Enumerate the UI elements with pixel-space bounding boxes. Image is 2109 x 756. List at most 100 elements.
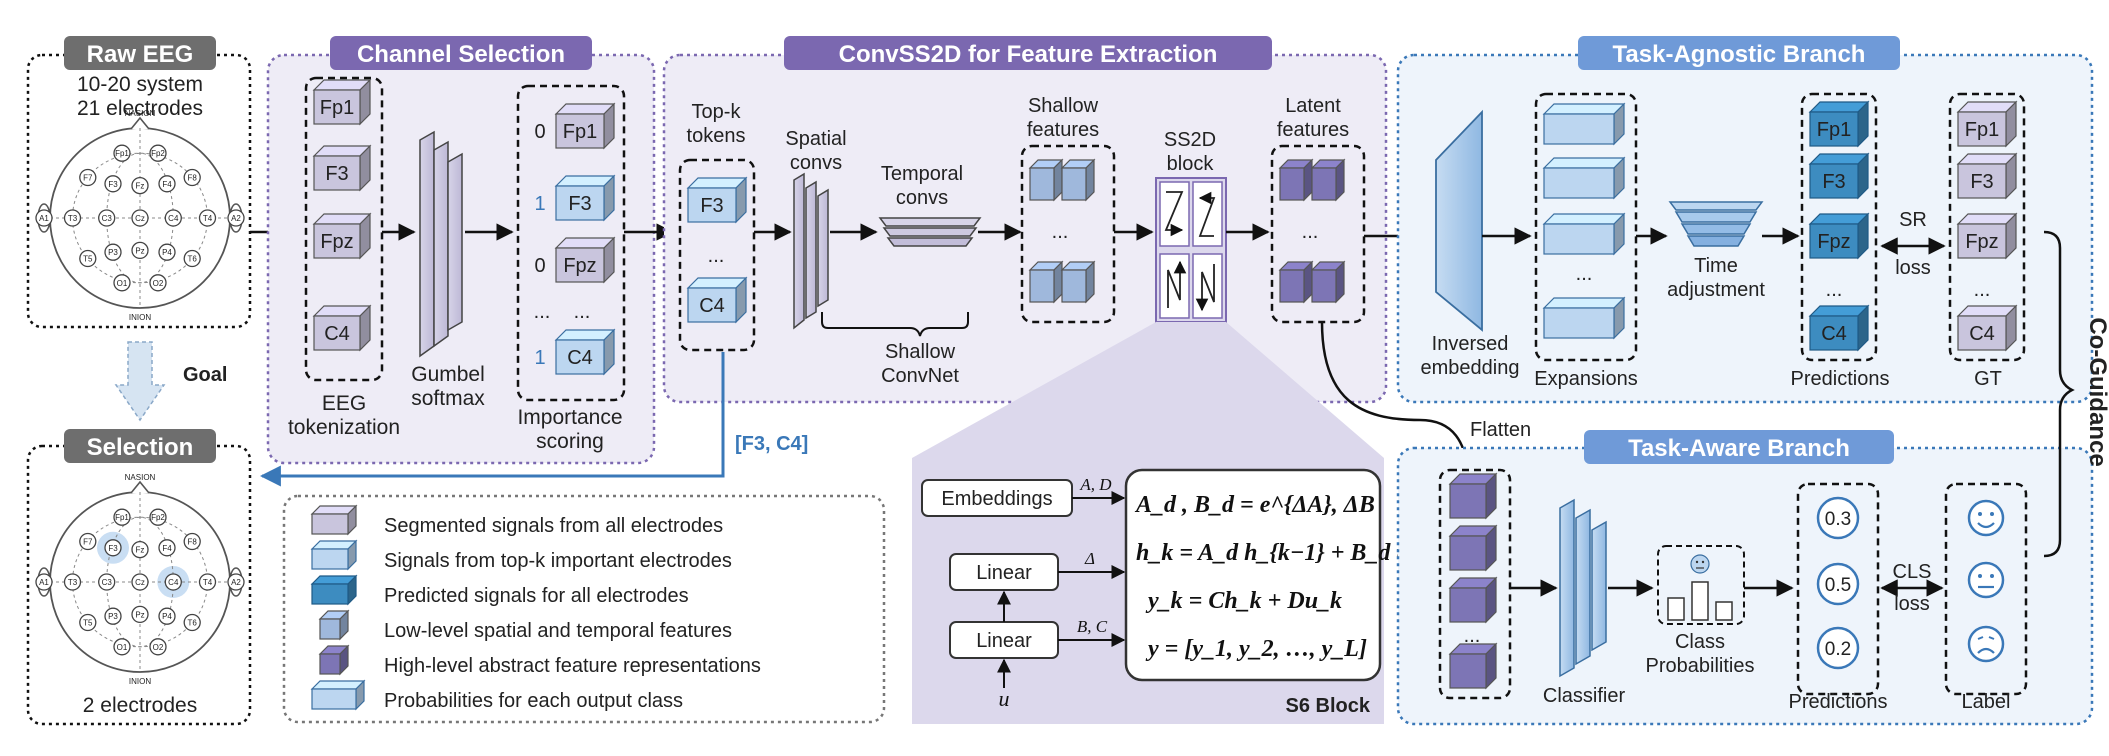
shallow-convnet-label-1: Shallow (885, 341, 956, 363)
goal-label: Goal (183, 364, 227, 386)
latent-feature-cube-0-1 (1310, 158, 1346, 202)
class-probabilities-chart (1657, 545, 1745, 625)
s6-title: S6 Block (1286, 695, 1371, 717)
prediction-cube-c4 (1808, 304, 1870, 352)
co-guidance-label: Co-Guidance (2084, 317, 2109, 466)
electrode-p3 (104, 243, 122, 261)
electrode-label: F4 (162, 544, 172, 553)
happy-face-icon (1967, 499, 2005, 537)
electrode-label: T4 (203, 578, 213, 587)
shallow-convnet-label-2: ConvNet (881, 365, 959, 387)
selection-title: Selection (87, 434, 194, 461)
ss2d-label-1: SS2D (1164, 129, 1216, 151)
ss2d-block (1155, 177, 1227, 323)
electrode-o2 (149, 274, 167, 292)
electrode-fp1 (113, 508, 131, 526)
electrode-label: C3 (102, 214, 113, 223)
expansion-cube-4 (1542, 296, 1626, 340)
shallow-feature-cube-0-0 (1028, 158, 1064, 202)
gumbel-softmax-layers (419, 130, 463, 358)
legend-text-4: High-level abstract feature representati… (384, 655, 761, 677)
electrode-label: P3 (108, 248, 118, 257)
electrode-p3 (104, 607, 122, 625)
score-cube-c4 (554, 328, 616, 376)
equation-1: A_d , B_d = e^{ΔA}, ΔB (1134, 492, 1375, 518)
ear-label: A2 (231, 578, 241, 587)
emotion-label-icons (1967, 499, 2005, 663)
gumbel-label-2: softmax (411, 387, 485, 410)
electrode-label: Fz (136, 182, 145, 191)
spatial-label-1: Spatial (785, 128, 846, 150)
electrode-count: 21 electrodes (77, 97, 203, 120)
electrode-label: P4 (162, 248, 172, 257)
token-label-fp1: Fp1 (320, 97, 354, 119)
electrode-label: T5 (83, 619, 93, 628)
gt-cube-c4 (1956, 304, 2018, 352)
linear-box-2: Linear (976, 630, 1032, 652)
input-u: u (999, 686, 1010, 711)
latent-features-label-1: Latent (1285, 95, 1341, 117)
class-prob-label-1: Class (1675, 631, 1725, 653)
nose-outline (130, 480, 150, 494)
score-ellipsis: ... (534, 301, 551, 323)
classifier-layers (1559, 498, 1607, 678)
legend-cube-1 (310, 539, 358, 571)
eeg-tokenization-label-2: tokenization (288, 416, 400, 439)
electrode-ear_right (227, 573, 245, 591)
electrode-label: F7 (83, 538, 93, 547)
gt-ellipsis: ... (1974, 279, 1991, 301)
electrode-f8 (183, 532, 201, 551)
electrode-label: F7 (83, 174, 93, 183)
embeddings-box: Embeddings (941, 488, 1052, 510)
shallow-feature-cube-0-1 (1060, 158, 1096, 202)
electrode-label: P3 (108, 612, 118, 621)
shallow-features-label-2: features (1027, 119, 1099, 141)
electrode-label: T4 (203, 214, 213, 223)
electrode-ear_right (227, 209, 245, 227)
electrode-o1 (113, 638, 131, 656)
electrode-label: Fp1 (115, 149, 129, 158)
flat-cube-1 (1448, 524, 1498, 572)
electrode-label: T3 (68, 214, 78, 223)
electrode-label: T3 (68, 578, 78, 587)
electrode-pz (131, 241, 149, 260)
expansion-cube-1 (1542, 156, 1626, 200)
nasion-label: NASION (125, 473, 156, 482)
latent-feature-ellipsis: ... (1302, 221, 1319, 243)
equation-4: y = [y_1, y_2, …, y_L] (1145, 636, 1367, 662)
importance-label-1: Importance (517, 406, 622, 429)
electrode-label: F3 (108, 180, 118, 189)
arrow-label-ad: A, D (1079, 475, 1112, 494)
inion-label: INION (129, 677, 151, 686)
time-adj-label-2: adjustment (1667, 279, 1765, 301)
electrode-fz (131, 176, 149, 195)
ear-label: A2 (231, 214, 241, 223)
aware-predictions-label: Predictions (1789, 691, 1888, 713)
prediction-ellipsis: ... (1826, 279, 1843, 301)
topk-cube-f3 (686, 176, 748, 224)
classifier-label: Classifier (1543, 685, 1626, 707)
legend-cube-4 (318, 644, 350, 676)
gt-cube-f3 (1956, 152, 2018, 200)
neutral-face-icon (1967, 561, 2005, 599)
ss2d-label-2: block (1167, 153, 1215, 175)
electrode-f7 (79, 168, 97, 187)
prediction-cube-f3 (1808, 152, 1870, 200)
electrode-ear_left (35, 209, 53, 227)
arrow-label-bc: B, C (1077, 617, 1108, 636)
task-aware-title: Task-Aware Branch (1628, 435, 1850, 462)
electrode-c3 (98, 209, 116, 227)
s6-block: Embeddings Linear Linear u A, D Δ B, C A… (912, 322, 1434, 724)
electrode-label: O2 (153, 279, 164, 288)
electrode-c3 (98, 573, 116, 591)
flat-cube-0 (1448, 472, 1498, 520)
electrode-label: Cz (135, 578, 145, 587)
electrode-label: T5 (83, 255, 93, 264)
label-text: Label (1962, 691, 2011, 713)
task-aware-panel: Task-Aware Branch ... Classifier Class P… (1396, 430, 2094, 726)
temporal-conv-layers (878, 217, 982, 247)
